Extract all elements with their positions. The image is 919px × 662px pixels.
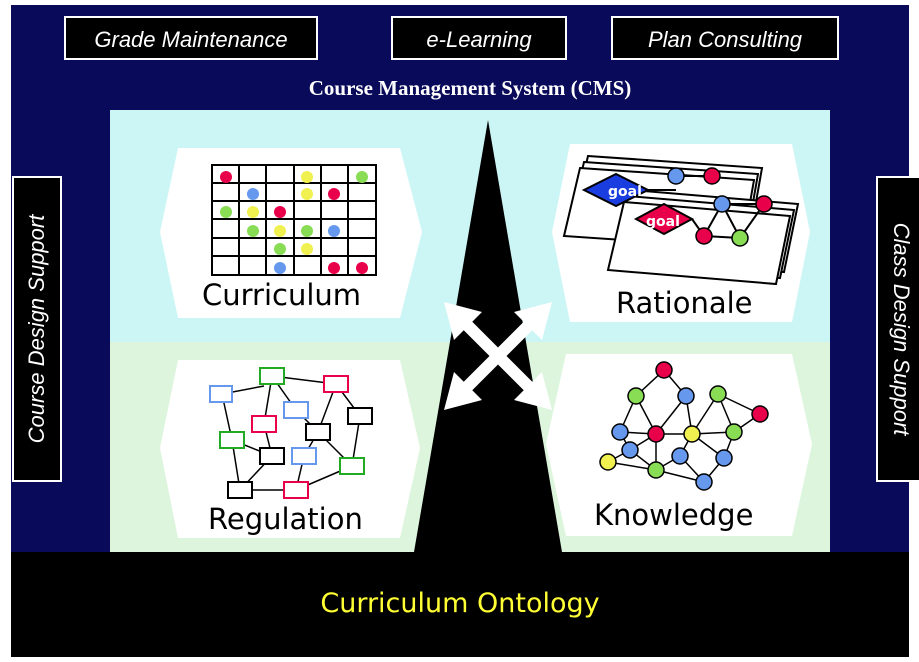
four-way-arrows-icon — [444, 302, 552, 410]
cms-title: Course Management System (CMS) — [308, 76, 632, 100]
central-spike — [414, 120, 562, 552]
class-design-support-panel: Class Design Support — [876, 176, 919, 482]
goal-label-front: goal — [646, 214, 680, 230]
curriculum-ontology-base: Curriculum Ontology — [11, 552, 909, 657]
goal-diamond-back — [581, 167, 721, 208]
label-rationale: Rationale — [616, 286, 753, 320]
curriculum-grid-icon — [211, 164, 377, 276]
course-design-support-label: Course Design Support — [24, 214, 49, 444]
label-regulation: Regulation — [208, 502, 363, 536]
tab-plan-consulting: Plan Consulting — [611, 16, 839, 60]
class-design-support-label: Class Design Support — [889, 222, 914, 436]
tab-e-learning: e-Learning — [391, 16, 567, 60]
course-design-support-panel: Course Design Support — [12, 176, 62, 482]
curriculum-dots — [220, 171, 368, 274]
label-curriculum: Curriculum — [202, 278, 362, 312]
curriculum-ontology-label: Curriculum Ontology — [320, 588, 600, 619]
goal-diamond-front — [633, 195, 773, 247]
label-knowledge: Knowledge — [594, 498, 754, 532]
goal-label-back: goal — [608, 184, 642, 200]
regulation-boxes — [209, 367, 373, 499]
knowledge-nodes — [599, 361, 769, 491]
tab-grade-maintenance: Grade Maintenance — [64, 16, 318, 60]
knowledge-card — [546, 354, 812, 536]
